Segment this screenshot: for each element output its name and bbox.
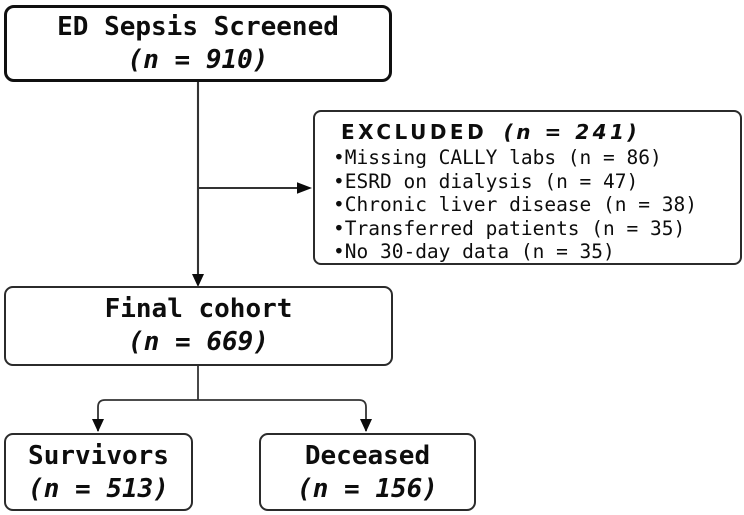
survivors-title: Survivors: [28, 441, 169, 471]
excluded-reason-text: Chronic liver disease (n = 38): [344, 193, 697, 217]
excluded-n-count: (n = 241): [503, 120, 641, 144]
final-cohort-title: Final cohort: [104, 294, 293, 324]
bullet-icon: •: [333, 169, 345, 193]
box-final-cohort: Final cohort (n = 669): [4, 286, 393, 366]
excluded-reason-text: Transferred patients (n = 35): [344, 216, 686, 240]
box-ed-sepsis-screened: ED Sepsis Screened (n = 910): [4, 5, 392, 82]
bullet-icon: •: [333, 193, 345, 217]
excluded-reason-item: •Missing CALLY labs (n = 86): [333, 146, 740, 170]
excluded-reason-item: •No 30-day data (n = 35): [333, 240, 740, 264]
excluded-reason-text: No 30-day data (n = 35): [344, 240, 615, 264]
excluded-reason-item: •Chronic liver disease (n = 38): [333, 193, 740, 217]
deceased-n-count: (n = 156): [297, 474, 438, 504]
box-survivors: Survivors (n = 513): [4, 433, 193, 511]
screened-n-count: (n = 910): [127, 45, 269, 75]
box-excluded: EXCLUDED (n = 241) •Missing CALLY labs (…: [313, 110, 742, 265]
screened-title: ED Sepsis Screened: [57, 12, 339, 42]
excluded-title: EXCLUDED: [341, 120, 488, 144]
bullet-icon: •: [333, 216, 345, 240]
excluded-reason-item: •Transferred patients (n = 35): [333, 217, 740, 241]
survivors-n-count: (n = 513): [28, 474, 169, 504]
deceased-title: Deceased: [304, 441, 431, 471]
bullet-icon: •: [333, 146, 345, 169]
arrowhead-down-deceased-icon: [360, 419, 372, 432]
arrowhead-right-excluded-icon: [297, 182, 312, 194]
arrowhead-down-survivors-icon: [92, 419, 104, 432]
arrowhead-down-final-icon: [192, 274, 204, 287]
line-split-branch: [97, 399, 367, 431]
excluded-reason-text: Missing CALLY labs (n = 86): [344, 146, 662, 169]
excluded-heading: EXCLUDED (n = 241): [315, 112, 740, 146]
excluded-reason-item: •ESRD on dialysis (n = 47): [333, 170, 740, 194]
box-deceased: Deceased (n = 156): [259, 433, 476, 511]
final-cohort-n-count: (n = 669): [128, 327, 269, 357]
bullet-icon: •: [333, 240, 345, 264]
excluded-reason-list: •Missing CALLY labs (n = 86) •ESRD on di…: [315, 146, 740, 264]
excluded-reason-text: ESRD on dialysis (n = 47): [344, 169, 639, 193]
